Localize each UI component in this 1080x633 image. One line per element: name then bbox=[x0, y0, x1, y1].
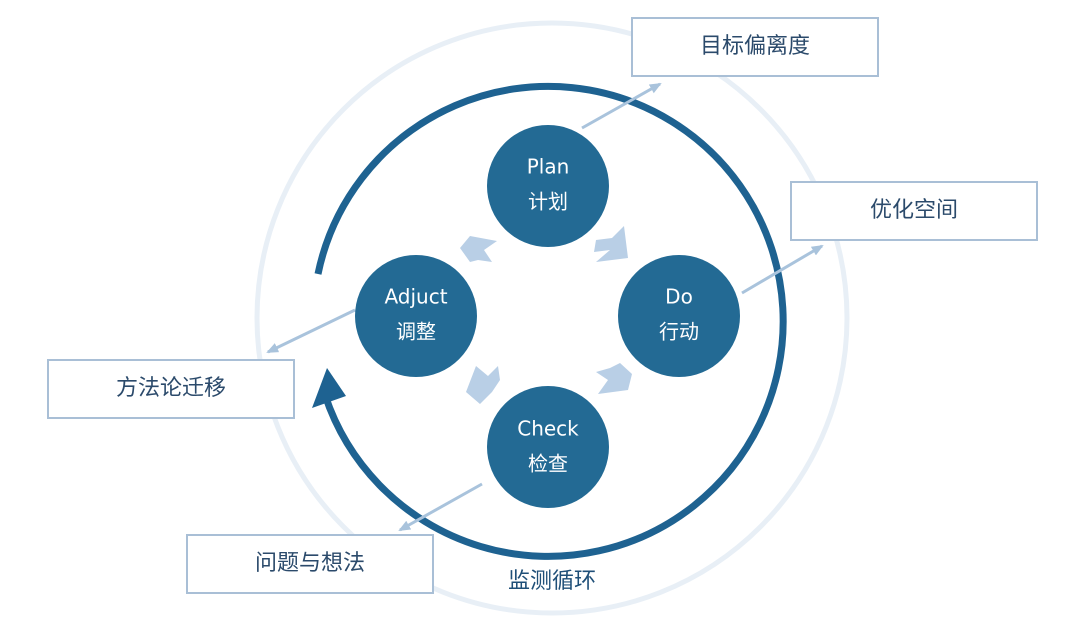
node-plan: Plan 计划 bbox=[487, 125, 609, 247]
node-adjust-en: Adjuct bbox=[384, 285, 447, 309]
box-optimization-space-label: 优化空间 bbox=[870, 198, 958, 223]
connector-check-issues bbox=[398, 482, 483, 532]
node-check: Check 检查 bbox=[487, 386, 609, 508]
node-do-zh: 行动 bbox=[659, 320, 699, 344]
cycle-arrow-plan-to-do bbox=[594, 226, 628, 262]
node-check-en: Check bbox=[517, 417, 579, 441]
node-do-en: Do bbox=[665, 285, 693, 309]
node-plan-zh: 计划 bbox=[528, 190, 568, 214]
monitoring-loop-arrowhead bbox=[312, 368, 346, 408]
node-plan-en: Plan bbox=[527, 155, 570, 179]
box-target-deviation-label: 目标偏离度 bbox=[700, 34, 810, 59]
node-check-zh: 检查 bbox=[528, 452, 568, 476]
outer-halo-ring bbox=[254, 20, 850, 616]
box-methodology-transfer-label: 方法论迁移 bbox=[116, 376, 226, 401]
box-optimization-space: 优化空间 bbox=[790, 181, 1038, 241]
connector-plan-target bbox=[581, 82, 662, 130]
node-adjust: Adjuct 调整 bbox=[355, 255, 477, 377]
monitoring-loop-arc bbox=[314, 82, 787, 560]
box-target-deviation: 目标偏离度 bbox=[631, 17, 879, 77]
node-adjust-zh: 调整 bbox=[396, 320, 436, 344]
cycle-arrow-adjust-to-plan bbox=[460, 236, 497, 262]
box-issues-ideas: 问题与想法 bbox=[186, 534, 434, 594]
loop-label: 监测循环 bbox=[508, 569, 596, 594]
connector-do-optimization bbox=[741, 244, 824, 295]
node-do: Do 行动 bbox=[618, 255, 740, 377]
cycle-arrow-do-to-check bbox=[596, 363, 632, 394]
box-issues-ideas-label: 问题与想法 bbox=[255, 551, 365, 576]
connector-adjust-methodology bbox=[266, 308, 356, 354]
cycle-arrow-check-to-adjust bbox=[466, 366, 500, 404]
box-methodology-transfer: 方法论迁移 bbox=[47, 359, 295, 419]
